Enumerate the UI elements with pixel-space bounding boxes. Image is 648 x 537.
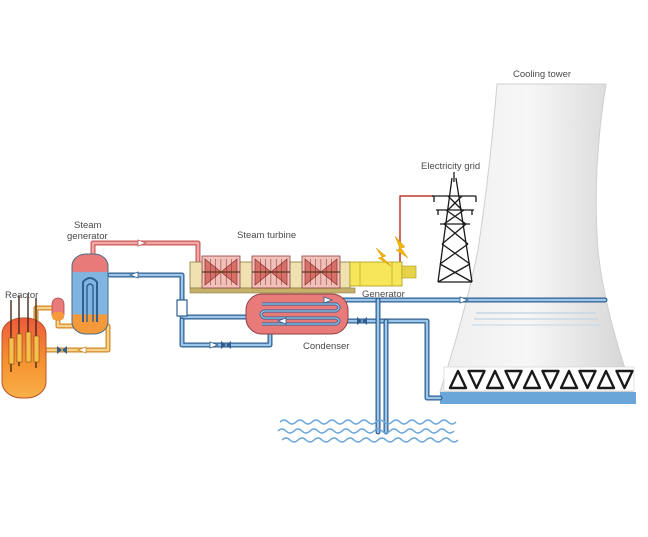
filter-box — [176, 299, 188, 317]
label-steam-generator-2: generator — [67, 231, 108, 242]
label-steam-turbine: Steam turbine — [237, 230, 296, 241]
air-inlet-triangle — [504, 369, 523, 390]
label-condenser: Condenser — [303, 341, 349, 352]
air-inlet-triangle — [559, 369, 579, 390]
wave-line — [281, 437, 459, 443]
steam-turbine — [189, 255, 356, 294]
flow-arrow-icon — [76, 239, 470, 354]
pressurizer — [51, 297, 65, 321]
turbine-stage — [251, 255, 291, 289]
turbine-stage — [201, 255, 241, 289]
pylon-icon — [432, 172, 477, 283]
air-inlet-triangle — [485, 369, 505, 390]
air-inlet-triangle — [578, 369, 597, 390]
reactor — [1, 294, 47, 399]
valve-icon — [57, 317, 367, 354]
power-line — [399, 195, 434, 263]
cooling-tower — [439, 83, 636, 404]
turbine-stage — [301, 255, 341, 289]
generator — [349, 261, 417, 287]
steam-generator — [71, 253, 109, 335]
air-inlet-triangle — [541, 369, 560, 390]
tower-mist — [472, 312, 600, 326]
label-reactor: Reactor — [5, 290, 38, 301]
air-inlet-triangle — [522, 369, 542, 390]
air-inlet-triangle — [615, 369, 634, 390]
air-inlet-triangle — [596, 369, 616, 390]
condenser — [245, 293, 349, 335]
air-inlet-triangle — [467, 369, 486, 390]
label-generator: Generator — [362, 289, 405, 300]
label-steam-generator-1: Steam — [74, 220, 102, 231]
wave-line — [279, 419, 457, 425]
tower-basin — [440, 392, 636, 404]
steam-pipe — [90, 240, 201, 265]
pipes — [33, 195, 608, 435]
water-waves-icon — [277, 419, 459, 443]
lightning-bolt-icon — [375, 235, 409, 267]
tower-air-inlets — [448, 369, 634, 390]
turbine-stages — [201, 255, 341, 289]
air-inlet-triangle — [448, 369, 468, 390]
wave-line — [277, 428, 455, 434]
label-cooling-tower: Cooling tower — [513, 69, 571, 80]
label-electricity-grid: Electricity grid — [421, 161, 480, 172]
